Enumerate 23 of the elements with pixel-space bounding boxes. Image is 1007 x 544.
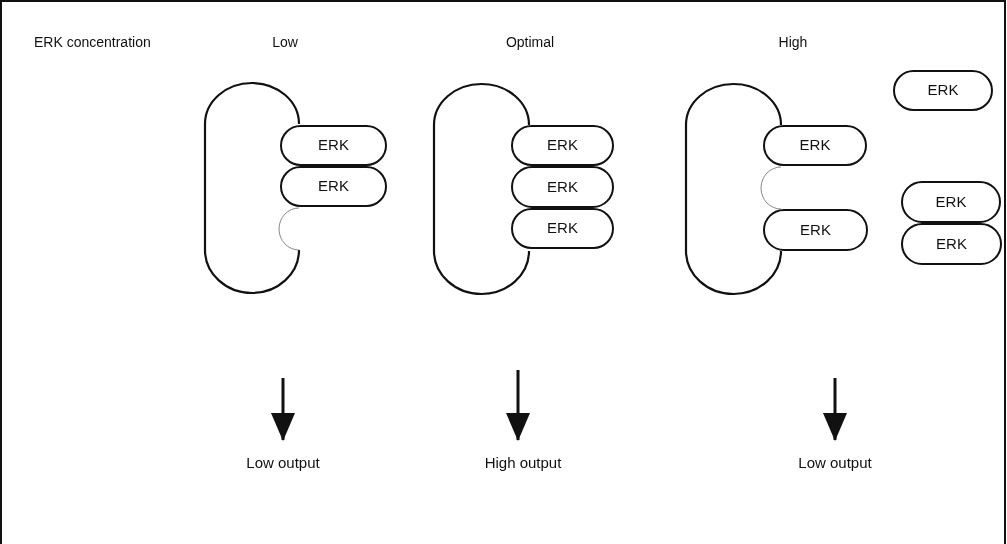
scaffold-shape (204, 82, 300, 294)
erk-capsule: ERK (763, 125, 867, 166)
erk-capsule: ERK (893, 70, 993, 111)
erk-capsule: ERK (280, 166, 387, 207)
column-heading: High (777, 33, 809, 52)
down-arrow (823, 378, 847, 441)
column-heading: Low (271, 33, 299, 52)
erk-capsule: ERK (511, 166, 614, 208)
column-heading: Optimal (504, 33, 556, 52)
output-text: Low output (775, 452, 895, 472)
down-arrow (506, 370, 530, 441)
output-text: Low output (223, 452, 343, 472)
column-heading: ERK concentration (34, 33, 152, 52)
erk-capsule: ERK (511, 125, 614, 166)
erk-capsule: ERK (280, 125, 387, 166)
erk-capsule: ERK (511, 208, 614, 249)
scaffold-shape (685, 83, 782, 295)
erk-capsule: ERK (901, 223, 1002, 265)
scaffold-shape (433, 83, 530, 295)
down-arrow (271, 378, 295, 441)
output-text: High output (458, 452, 588, 472)
erk-capsule: ERK (901, 181, 1001, 223)
erk-capsule: ERK (763, 209, 868, 251)
